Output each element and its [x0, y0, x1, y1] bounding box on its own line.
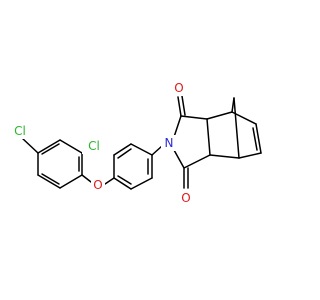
- dichlorophenyl-ring: [37, 139, 83, 189]
- bond-ether: [104, 177, 115, 185]
- nitrogen-label: N: [165, 136, 174, 150]
- phenylene-ring: [113, 143, 153, 190]
- atom-o-carbonyl-bottom: O: [179, 190, 193, 206]
- bond: [173, 149, 185, 169]
- atom-cl-ortho: Cl: [82, 138, 106, 154]
- bond: [59, 174, 83, 189]
- bond-to-chlorine: [21, 137, 39, 154]
- molecule-diagram: Cl Cl O N O O: [8, 80, 262, 206]
- bond: [183, 154, 211, 169]
- bond: [206, 111, 233, 120]
- oxygen-label: O: [174, 81, 183, 95]
- atom-n-imide: N: [161, 135, 177, 151]
- bond: [206, 118, 211, 156]
- bond: [113, 143, 132, 156]
- double-bond-inner: [117, 175, 132, 185]
- double-bond-inner: [252, 127, 258, 151]
- structure-canvas: Cl Cl O N O O: [8, 80, 262, 206]
- imide-ring: [173, 115, 211, 169]
- bond: [173, 115, 182, 138]
- bond: [130, 143, 153, 156]
- bond: [113, 177, 132, 190]
- bond-ether: [81, 174, 92, 183]
- bond: [180, 115, 208, 120]
- bond: [37, 174, 61, 189]
- chlorine-label: Cl: [14, 124, 26, 138]
- double-bond-inner: [41, 173, 60, 185]
- atom-o-ether: O: [91, 177, 105, 193]
- bond: [255, 123, 262, 154]
- norbornene-bicycle: [206, 97, 262, 159]
- bridge-bond: [233, 97, 240, 159]
- bond-aryl-nitrogen: [151, 145, 163, 156]
- double-bond-inner: [41, 143, 60, 155]
- chlorine-label: Cl: [88, 139, 100, 153]
- oxygen-label: O: [93, 178, 102, 192]
- atom-o-carbonyl-top: O: [172, 80, 186, 96]
- carbonyl-bond: [181, 95, 186, 116]
- bond: [130, 177, 153, 190]
- bond: [37, 139, 61, 154]
- bond: [209, 154, 240, 159]
- carbonyl-bond: [177, 96, 182, 117]
- bond: [59, 139, 83, 154]
- double-bond-inner: [117, 148, 132, 159]
- bond: [238, 152, 262, 159]
- oxygen-label: O: [181, 191, 190, 205]
- atom-cl-para: Cl: [8, 123, 32, 139]
